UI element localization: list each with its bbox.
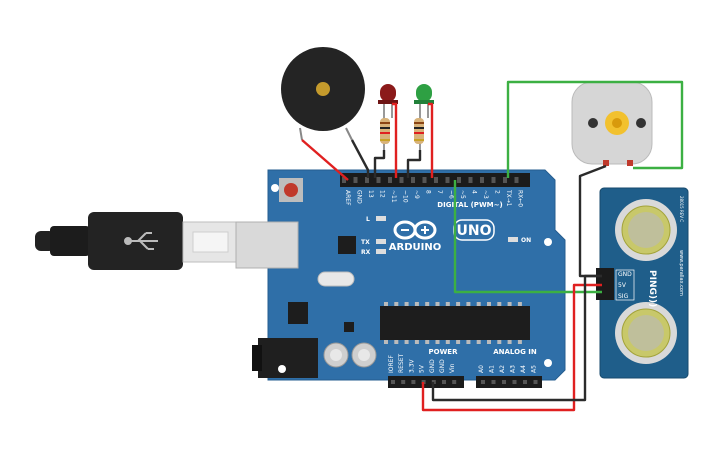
digital-pin-hole xyxy=(353,177,358,183)
brand-label: ARDUINO xyxy=(389,242,441,253)
digital-pin-hole xyxy=(342,177,346,183)
power-pin-label: Vin xyxy=(449,363,456,373)
digital-pin-label: 12 xyxy=(379,190,386,198)
digital-pin-label: RX←0 xyxy=(517,190,524,207)
digital-pin-label: 2 xyxy=(494,190,501,194)
digital-pin-label: ~10 xyxy=(402,190,409,203)
power-pin-label: GND xyxy=(429,359,436,373)
sensor-brand: PING))) xyxy=(647,270,657,307)
wire-buzzer-positive xyxy=(301,139,349,181)
crystal xyxy=(317,271,355,287)
digital-pin-hole xyxy=(491,177,496,183)
resistor-2 xyxy=(414,112,424,152)
power-jack xyxy=(258,338,318,378)
power-header xyxy=(388,376,464,388)
power-pin-label: IOREF xyxy=(388,355,395,373)
digital-pin-label: ~5 xyxy=(459,190,466,199)
wire-led-green-gnd xyxy=(406,150,422,178)
digital-pin-hole xyxy=(388,177,392,183)
gear-icon xyxy=(605,111,629,135)
digital-pin-hole xyxy=(376,177,381,183)
wires xyxy=(301,80,684,412)
wire-led-red-gnd xyxy=(373,150,386,178)
arduino-logo-icon xyxy=(393,220,437,240)
digital-pin-label: ~6 xyxy=(448,190,455,199)
analog-pin-label: A4 xyxy=(520,365,527,373)
wire-led-red-signal xyxy=(392,102,398,178)
power-header-label: POWER xyxy=(429,348,459,356)
dc-motor xyxy=(571,81,653,166)
wire-motor-green xyxy=(506,80,684,178)
sensor-site: www.parallax.com xyxy=(678,250,684,296)
wire-sensor-5v xyxy=(421,283,602,412)
ping-sensor: GND 5V SIG PING))) www.parallax.com 2801… xyxy=(596,187,689,379)
reset-button[interactable] xyxy=(284,183,298,197)
resistor-1 xyxy=(380,112,390,152)
digital-pin-label: TX→1 xyxy=(505,189,512,207)
wire-sensor-sig xyxy=(453,180,602,294)
digital-pin-hole xyxy=(503,177,507,183)
sensor-pin-gnd: GND xyxy=(618,271,632,278)
atmega-chip xyxy=(380,306,530,340)
digital-pin-hole xyxy=(445,177,450,183)
analog-pin-label: A3 xyxy=(510,365,517,373)
sensor-rev: 28015 REV C xyxy=(679,196,684,222)
digital-pin-hole xyxy=(480,177,484,183)
digital-pin-label: ~11 xyxy=(390,190,397,203)
digital-pin-hole xyxy=(399,177,404,183)
analog-pin-label: A1 xyxy=(489,365,496,373)
digital-pin-label: ~3 xyxy=(482,190,489,199)
digital-pin-hole xyxy=(457,177,461,183)
digital-pin-label: AREF xyxy=(344,190,351,206)
power-pin-label: GND xyxy=(439,359,446,373)
digital-pin-hole xyxy=(411,177,415,183)
power-pin-label: 3.3V xyxy=(408,358,415,373)
analog-pin-label: A5 xyxy=(531,365,538,373)
analog-pin-label: A0 xyxy=(478,365,485,373)
digital-pin-hole xyxy=(468,177,473,183)
piezo-buzzer xyxy=(281,47,365,141)
led-l-label: L xyxy=(366,216,370,223)
digital-pin-label: 8 xyxy=(425,190,432,194)
digital-pin-label: ~9 xyxy=(413,190,420,199)
sensor-pin-5v: 5V xyxy=(618,282,627,289)
analog-header-label: ANALOG IN xyxy=(493,348,537,356)
digital-pin-hole xyxy=(422,177,427,183)
wire-sensor-gnd xyxy=(431,274,602,402)
digital-pin-hole xyxy=(365,177,369,183)
power-pin-label: RESET xyxy=(398,353,405,373)
usb-icon xyxy=(124,232,158,250)
digital-pin-hole xyxy=(434,177,438,183)
power-pin-label: 5V xyxy=(419,364,426,373)
analog-header xyxy=(476,376,542,388)
digital-pin-label: GND xyxy=(356,190,363,204)
sensor-pin-sig: SIG xyxy=(618,293,629,300)
wire-buzzer-gnd xyxy=(350,139,370,178)
digital-pin-hole xyxy=(514,177,519,183)
wire-led-green-signal xyxy=(428,102,434,178)
led-on-label: ON xyxy=(521,237,531,244)
led-rx-label: RX xyxy=(361,249,371,256)
digital-pin-label: 4 xyxy=(471,190,478,194)
led-tx-label: TX xyxy=(361,239,370,246)
digital-pin-label: 13 xyxy=(367,190,374,198)
digital-header-label: DIGITAL (PWM~) xyxy=(437,201,502,209)
model-label: UNO xyxy=(457,223,492,239)
usb-cable xyxy=(35,212,239,270)
digital-pin-label: 7 xyxy=(436,190,443,194)
usb-b-port xyxy=(235,221,299,269)
analog-pin-label: A2 xyxy=(499,365,506,373)
